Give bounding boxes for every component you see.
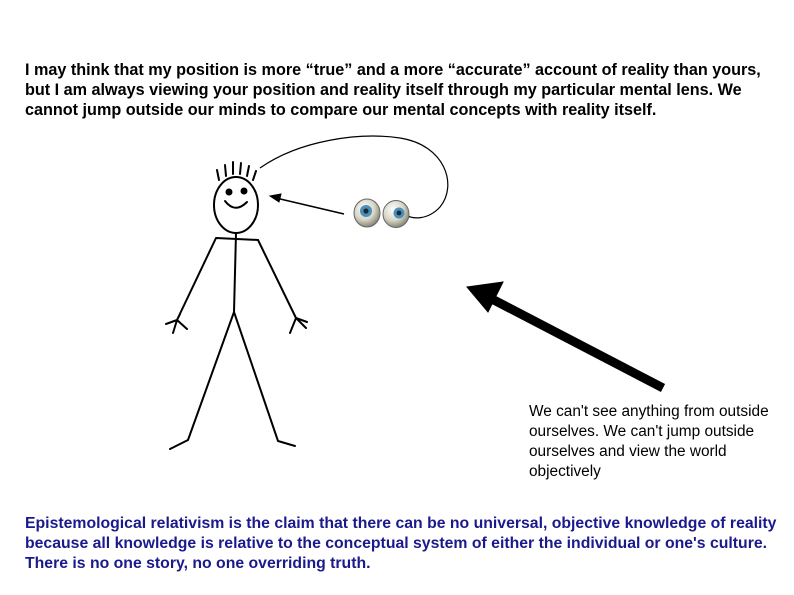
thought-curve	[260, 136, 448, 218]
definition-paragraph: Epistemological relativism is the claim …	[25, 514, 785, 574]
figure-right-arm	[258, 240, 307, 333]
figure-left-leg	[170, 312, 234, 449]
figure-mouth	[225, 201, 247, 208]
figure-head	[214, 177, 258, 233]
stick-figure	[166, 162, 307, 449]
arrow-to-head	[270, 194, 344, 214]
figure-right-eye	[242, 189, 247, 194]
figure-torso	[234, 233, 236, 312]
figure-right-leg	[234, 312, 295, 446]
big-arrow	[467, 282, 663, 388]
figure-left-arm	[166, 238, 258, 333]
callout-text: We can't see anything from outside ourse…	[529, 402, 769, 482]
figure-left-eye	[227, 190, 232, 195]
eyeballs-icon	[354, 199, 409, 228]
